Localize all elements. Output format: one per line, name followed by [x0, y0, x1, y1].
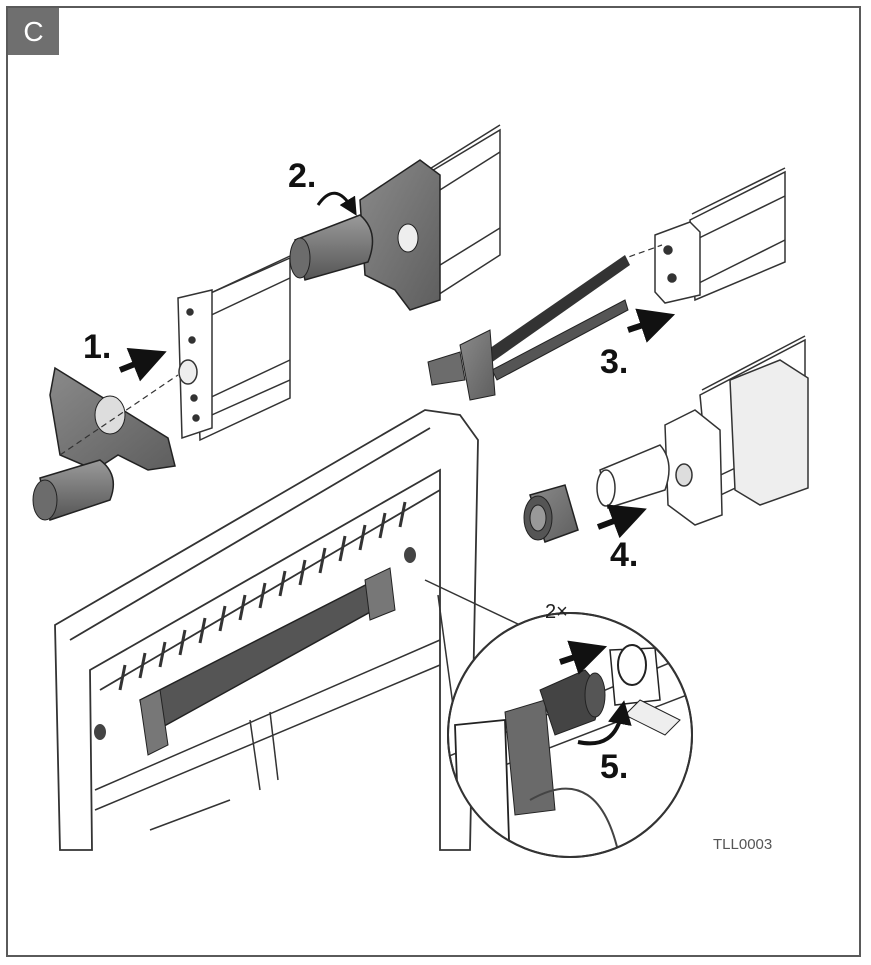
- detail-callout-lines: [424, 579, 521, 721]
- step-2-label: 2.: [288, 157, 316, 195]
- quantity-label: 2×: [545, 601, 568, 623]
- left-end-plate: [177, 289, 213, 440]
- step4-arrow: [596, 504, 647, 539]
- printer-lower-lines: [94, 639, 441, 831]
- right-end-block: [654, 221, 701, 304]
- printer-housing: [54, 409, 479, 851]
- right-upper-rail: [689, 167, 786, 302]
- figure-code: TLL0003: [713, 836, 772, 853]
- printer-vents: [118, 501, 407, 691]
- step-1-label: 1.: [83, 328, 111, 366]
- upper-bracket-part: [289, 159, 441, 311]
- shaft-rod-part: [427, 255, 630, 401]
- figure-frame: [6, 6, 861, 957]
- step5-rotate-arrow: [577, 700, 632, 746]
- step2-rotate-arrow: [316, 191, 357, 216]
- detail-magnifier: [447, 612, 693, 858]
- step3-arrow: [627, 308, 676, 343]
- bushing-part: [523, 484, 579, 543]
- right-bracket-white: [596, 409, 723, 526]
- step-4-label: 4.: [610, 536, 638, 574]
- step-3-label: 3.: [600, 343, 628, 381]
- printer-rail-bar: [94, 547, 416, 756]
- step1-arrow: [118, 347, 167, 382]
- step-5-label: 5.: [600, 748, 628, 786]
- left-alignment-line: [59, 374, 179, 456]
- right-end-cap: [729, 359, 809, 506]
- step5-push-arrow: [559, 640, 608, 675]
- rod-alignment-line: [619, 244, 663, 261]
- section-badge: C: [8, 8, 59, 55]
